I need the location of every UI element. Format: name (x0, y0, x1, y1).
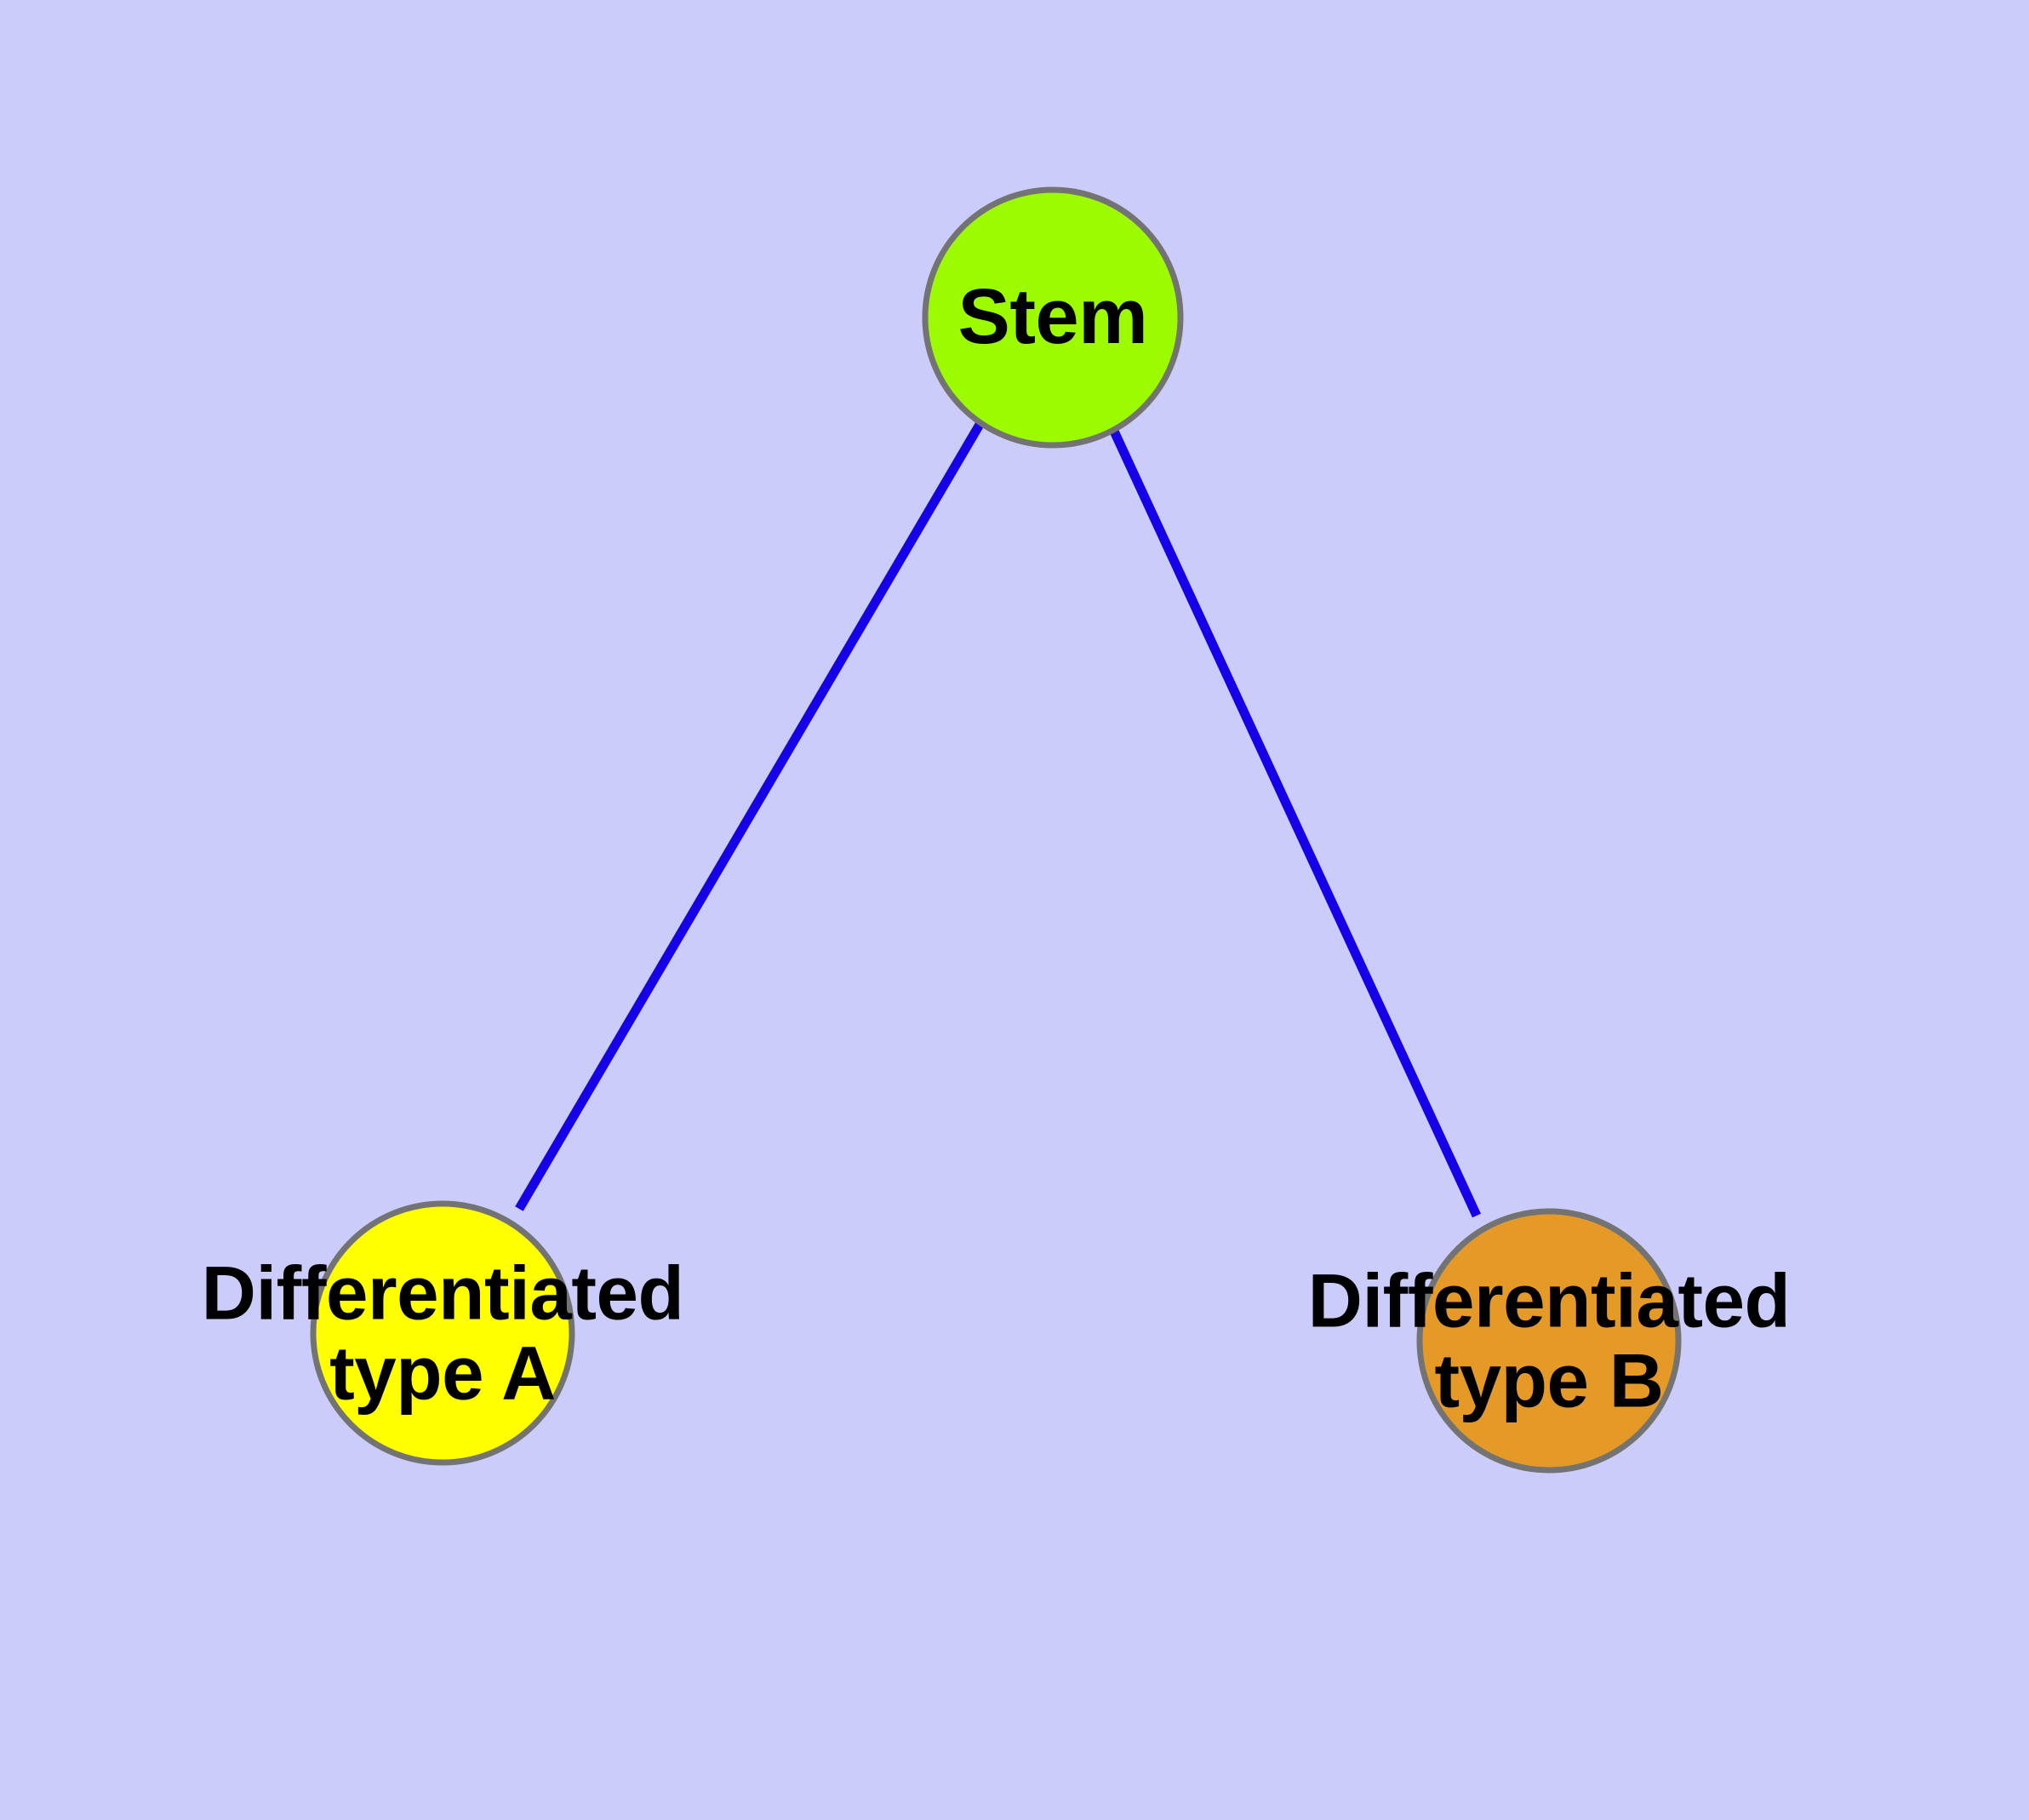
edge-stem-to-diff-a[interactable] (515, 421, 985, 1211)
node-layer (310, 186, 1682, 1474)
node-circle-stem[interactable] (922, 186, 1184, 449)
edge-layer (515, 421, 1481, 1218)
node-circle-diff-b[interactable] (1416, 1208, 1682, 1474)
edge-stem-to-diff-b[interactable] (1107, 423, 1481, 1218)
node-circle-diff-a[interactable] (310, 1200, 575, 1466)
